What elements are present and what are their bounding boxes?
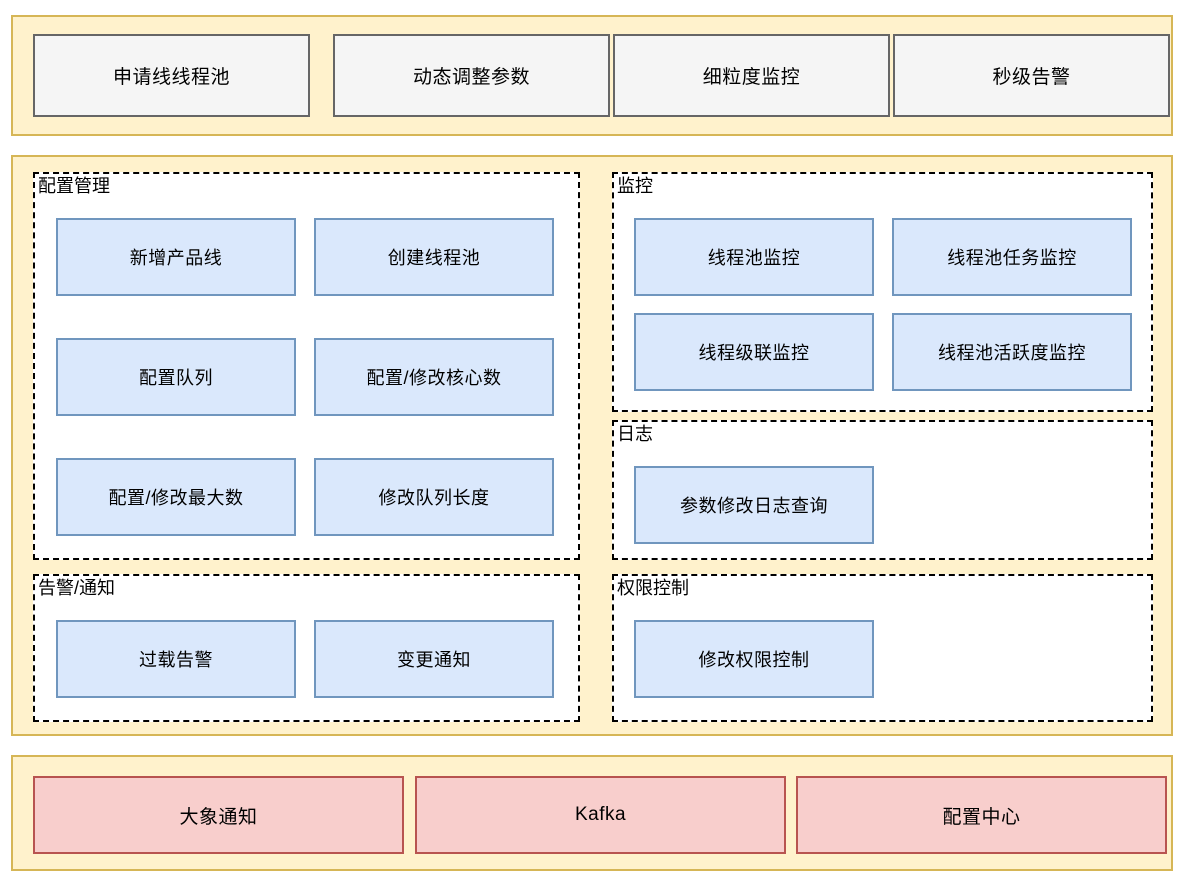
chip-modify-permission-control[interactable]: 修改权限控制 [634,620,874,698]
chip-label: 配置/修改核心数 [366,368,502,388]
chip-label: 新增产品线 [129,248,223,268]
top-capability-band: 申请线线程池 动态调整参数 细粒度监控 秒级告警 [11,15,1173,136]
chip-add-product-line[interactable]: 新增产品线 [56,218,296,296]
chip-thread-cascade-monitoring[interactable]: 线程级联监控 [634,313,874,391]
group-config-management: 配置管理 新增产品线 创建线程池 配置队列 配置/修改核心数 配置/修改最大数 … [33,172,580,560]
top-chip-dynamic-adjust-params[interactable]: 动态调整参数 [333,34,610,117]
chip-label: 过载告警 [139,650,213,670]
chip-label: 线程池活跃度监控 [938,343,1086,363]
chip-overload-alert[interactable]: 过载告警 [56,620,296,698]
bottom-chip-label: 配置中心 [942,806,1021,828]
group-title: 权限控制 [617,578,689,598]
top-chip-apply-thread-pool[interactable]: 申请线线程池 [33,34,310,117]
top-chip-fine-grained-monitoring[interactable]: 细粒度监控 [613,34,890,117]
bottom-chip-label: 大象通知 [179,806,258,828]
chip-thread-pool-monitoring[interactable]: 线程池监控 [634,218,874,296]
top-chip-label: 申请线线程池 [112,67,230,88]
chip-label: 变更通知 [397,650,471,670]
bottom-infrastructure-band: 大象通知 Kafka 配置中心 [11,755,1173,871]
chip-label: 创建线程池 [387,248,481,268]
top-chip-label: 秒级告警 [992,67,1071,88]
chip-thread-pool-activity-monitoring[interactable]: 线程池活跃度监控 [892,313,1132,391]
group-title: 告警/通知 [38,578,116,598]
chip-label: 参数修改日志查询 [680,496,828,516]
bottom-chip-daxiang-notification[interactable]: 大象通知 [33,776,404,854]
chip-create-thread-pool[interactable]: 创建线程池 [314,218,554,296]
chip-param-change-log-query[interactable]: 参数修改日志查询 [634,466,874,544]
top-chip-second-level-alert[interactable]: 秒级告警 [893,34,1170,117]
chip-change-notification[interactable]: 变更通知 [314,620,554,698]
chip-label: 线程池任务监控 [947,248,1077,268]
group-title: 配置管理 [38,176,110,196]
chip-modify-queue-length[interactable]: 修改队列长度 [314,458,554,536]
group-log: 日志 参数修改日志查询 [612,420,1153,560]
middle-functional-band: 配置管理 新增产品线 创建线程池 配置队列 配置/修改核心数 配置/修改最大数 … [11,155,1173,736]
chip-thread-pool-task-monitoring[interactable]: 线程池任务监控 [892,218,1132,296]
chip-config-queue[interactable]: 配置队列 [56,338,296,416]
chip-config-modify-max-count[interactable]: 配置/修改最大数 [56,458,296,536]
chip-config-modify-core-count[interactable]: 配置/修改核心数 [314,338,554,416]
group-title: 日志 [617,424,653,444]
bottom-chip-label: Kafka [574,804,627,825]
chip-label: 修改权限控制 [698,650,810,670]
group-alert-notification: 告警/通知 过载告警 变更通知 [33,574,580,722]
chip-label: 修改队列长度 [378,488,490,508]
chip-label: 配置队列 [139,368,213,388]
chip-label: 线程级联监控 [698,343,810,363]
group-monitoring: 监控 线程池监控 线程池任务监控 线程级联监控 线程池活跃度监控 [612,172,1153,412]
top-chip-label: 动态调整参数 [412,67,530,88]
bottom-chip-kafka[interactable]: Kafka [415,776,786,854]
bottom-chip-config-center[interactable]: 配置中心 [796,776,1167,854]
group-title: 监控 [617,176,653,196]
chip-label: 配置/修改最大数 [108,488,244,508]
group-permission-control: 权限控制 修改权限控制 [612,574,1153,722]
top-chip-label: 细粒度监控 [702,67,801,88]
chip-label: 线程池监控 [707,248,801,268]
